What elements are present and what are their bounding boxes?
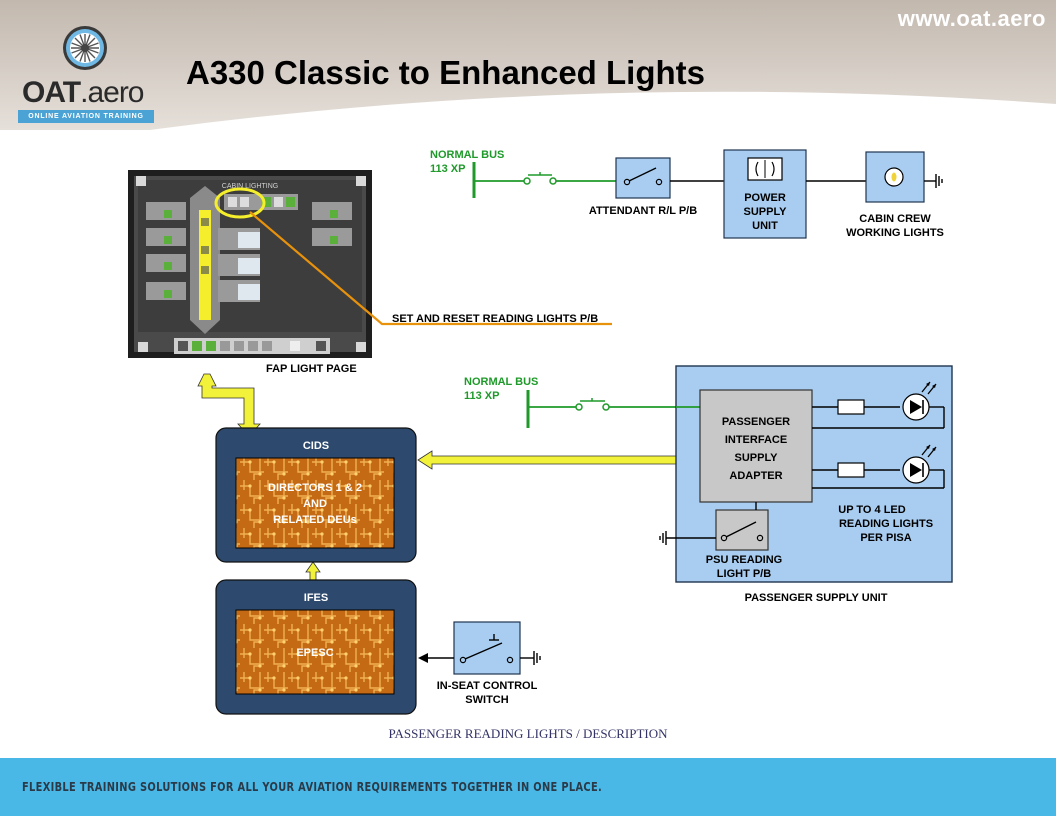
psu-unit-label: PASSENGER SUPPLY UNIT: [745, 592, 888, 604]
help-icon[interactable]: [356, 176, 366, 186]
site-url[interactable]: www.oat.aero: [897, 6, 1046, 31]
page-title: A330 Classic to Enhanced Lights: [186, 54, 705, 91]
class-panels[interactable]: [218, 228, 260, 302]
callout-highlight-ring: [214, 187, 266, 219]
psu-pb-line1: PSU READING: [706, 554, 782, 566]
led-line1: UP TO 4 LED: [838, 504, 906, 516]
in-seat-line1: IN-SEAT CONTROL: [437, 680, 538, 692]
diagram-caption: PASSENGER READING LIGHTS / DESCRIPTION: [388, 726, 668, 741]
pisa-line2: INTERFACE: [725, 434, 787, 446]
ifes-block: IFES EPESC: [215, 579, 417, 715]
cids-title: CIDS: [303, 440, 329, 452]
in-seat-line2: SWITCH: [465, 694, 508, 706]
footer-band: [0, 758, 1056, 816]
pisa-box: [699, 389, 813, 503]
pisa-line1: PASSENGER: [722, 416, 790, 428]
fap-home-icon[interactable]: [138, 342, 148, 352]
cids-line2: AND: [303, 498, 327, 510]
psu-pb-line2: LIGHT P/B: [717, 568, 771, 580]
ifes-title: IFES: [304, 592, 328, 604]
fap-tab-bar[interactable]: [174, 338, 330, 354]
top-circuit: NORMAL BUS 113 XP ATTENDANT R/L P/B POWE…: [430, 149, 944, 239]
cids-line3: RELATED DEUs: [273, 514, 357, 526]
oat-logo: [63, 26, 107, 70]
ground-icon: [659, 531, 667, 545]
cabin-crew-line1: CABIN CREW: [859, 213, 931, 225]
psu-line2: SUPPLY: [743, 206, 787, 218]
ground-icon: [935, 174, 943, 188]
pisa-line3: SUPPLY: [734, 452, 778, 464]
logo-tagline: ONLINE AVIATION TRAINING: [18, 110, 154, 123]
info-icon[interactable]: [136, 176, 146, 186]
in-seat-switch: IN-SEAT CONTROL SWITCH: [418, 621, 541, 706]
psu-line3: UNIT: [752, 220, 778, 232]
fap-screen-title: CABIN LIGHTING: [222, 183, 278, 190]
logo-text: OAT.aero: [22, 76, 145, 110]
top-bus-line1: NORMAL BUS: [430, 149, 504, 161]
logo-main: OAT: [22, 76, 81, 109]
passenger-supply-unit: NORMAL BUS 113 XP PASSENGER INTERFACE SU…: [464, 365, 953, 604]
resistor-icon: [837, 462, 865, 478]
psu-bus-line2: 113 XP: [464, 390, 499, 402]
reading-lights-diagram: CABIN LIGHTING: [128, 149, 953, 715]
ifes-body: EPESC: [296, 647, 333, 659]
reading-light-buttons[interactable]: [224, 194, 298, 210]
fap-screen: CABIN LIGHTING: [128, 170, 372, 358]
footer-tagline: FLEXIBLE TRAINING SOLUTIONS FOR ALL YOUR…: [22, 780, 603, 794]
attendant-pb-label: ATTENDANT R/L P/B: [589, 205, 697, 217]
logo-suffix: .aero: [80, 76, 144, 109]
resistor-icon: [837, 399, 865, 415]
psu-line1: POWER: [744, 192, 786, 204]
fap-page-label: FAP LIGHT PAGE: [266, 363, 357, 375]
cabin-zones-highlight: [199, 210, 211, 320]
set-reset-callout: SET AND RESET READING LIGHTS P/B: [392, 313, 598, 325]
attendant-pb-box: [615, 157, 671, 199]
pisa-line4: ADAPTER: [729, 470, 782, 482]
led-line3: PER PISA: [860, 532, 911, 544]
ground-icon: [533, 651, 541, 665]
cids-block: CIDS DIRECTORS 1 & 2 AND RELATED DEUs: [215, 427, 417, 563]
cabin-crew-line2: WORKING LIGHTS: [846, 227, 944, 239]
psu-reading-pb-box: [715, 509, 769, 551]
cids-line1: DIRECTORS 1 & 2: [268, 482, 362, 494]
header-band: [0, 0, 1056, 130]
top-bus-line2: 113 XP: [430, 163, 465, 175]
led-line2: READING LIGHTS: [839, 518, 933, 530]
callout-leader-line: [249, 211, 612, 326]
psu-bus-line1: NORMAL BUS: [464, 376, 538, 388]
fap-menu-icon[interactable]: [356, 342, 366, 352]
